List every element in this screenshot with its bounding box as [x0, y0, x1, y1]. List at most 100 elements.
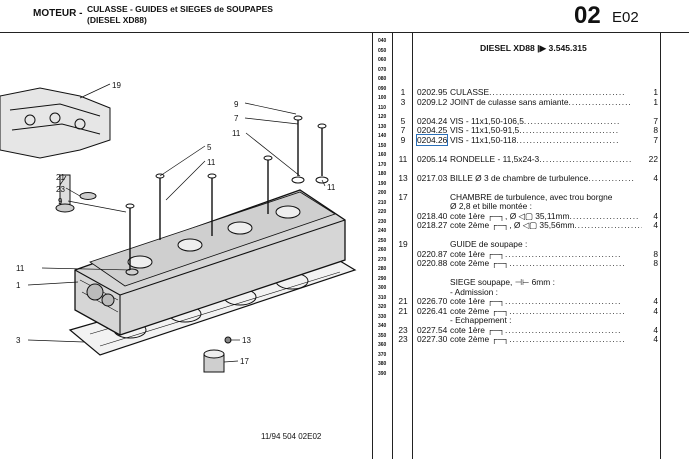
part-ref: 0204.26	[415, 133, 449, 146]
page-subtitle: (DIESEL XD88)	[87, 15, 147, 25]
part-ref: 0226.41	[417, 305, 448, 316]
part-description: cote 1ère ┌─┐...........................…	[450, 324, 622, 335]
line-number: 270	[378, 256, 387, 263]
part-description: cote 2ème ┌─┐, Ø ◁▢ 35,56mm.............…	[450, 220, 642, 230]
part-ref: 0218.27	[417, 220, 448, 230]
part-qty: 1	[653, 87, 658, 97]
part-qty: 4	[653, 305, 658, 316]
callout-21: 21	[56, 173, 65, 182]
qty-column-divider	[660, 33, 661, 459]
part-description: VIS - 11x1,50-91,5......................…	[450, 125, 620, 135]
part-qty: 4	[653, 172, 658, 183]
line-number: 070	[378, 66, 387, 73]
line-number: 210	[378, 199, 387, 206]
part-description: - Admission :	[450, 286, 498, 297]
callout-9b: 9	[234, 100, 239, 109]
line-number: 100	[378, 95, 387, 101]
line-number: 240	[378, 228, 387, 234]
part-qty: 4	[653, 324, 658, 335]
part-rep: 21	[398, 305, 408, 316]
part-ref: 0209.L2	[417, 96, 448, 107]
line-number: 310	[378, 294, 387, 301]
header-rule	[0, 32, 689, 33]
part-rep: 19	[398, 239, 408, 249]
line-number: 390	[378, 370, 387, 377]
page-code: E02	[612, 9, 639, 26]
part-ref: 0202.95	[417, 87, 448, 97]
line-number: 080	[378, 76, 387, 82]
part-description: GUIDE de soupape :	[450, 239, 528, 249]
page-title: CULASSE - GUIDES et SIEGES de SOUPAPES	[87, 4, 273, 14]
part-qty: 8	[653, 125, 658, 135]
callout-3: 3	[16, 336, 21, 345]
line-number: 350	[378, 332, 387, 339]
line-number: 330	[378, 313, 387, 320]
part-description: RONDELLE - 11,5x24-3....................…	[450, 153, 633, 164]
part-rep: 23	[398, 334, 408, 344]
line-number: 220	[378, 209, 387, 215]
callout-19: 19	[112, 81, 121, 90]
part-rep: 1	[400, 87, 406, 97]
callout-17: 17	[240, 357, 249, 366]
part-qty: 4	[653, 296, 658, 306]
part-description: Ø 2,8 et bille montée :	[450, 201, 532, 211]
part-qty: 7	[653, 134, 658, 145]
part-description: cote 2ème ┌─┐...........................…	[450, 258, 626, 268]
line-number: 250	[378, 237, 387, 244]
part-description: VIS - 11x1,50-106,5.....................…	[450, 115, 621, 126]
part-rep: 17	[398, 191, 408, 202]
line-number: 300	[378, 285, 387, 291]
part-ref: 0220.87	[417, 248, 448, 259]
callout-23: 23	[56, 185, 65, 194]
part-ref: 0220.88	[417, 258, 448, 268]
part-ref: 0226.70	[417, 296, 448, 306]
part-rep: 11	[398, 153, 408, 164]
line-number-divider	[392, 33, 393, 459]
part-description: JOINT de culasse sans amiante...........…	[450, 96, 632, 107]
line-number: 290	[378, 275, 387, 282]
line-number: 040	[378, 38, 387, 44]
part-description: cote 2ème ┌─┐...........................…	[450, 334, 626, 344]
page-number: 02	[574, 2, 601, 29]
part-ref: 0204.24	[417, 115, 448, 126]
callout-11b: 11	[207, 158, 216, 167]
part-description: - Echappement :	[450, 315, 512, 325]
part-rep: 21	[398, 296, 408, 306]
part-rep: 9	[400, 134, 406, 145]
line-number: 380	[378, 361, 387, 367]
line-number: 190	[378, 180, 387, 187]
line-number: 140	[378, 133, 387, 139]
part-rep: 5	[400, 115, 406, 126]
part-description: CULASSE.................................…	[450, 87, 626, 97]
part-description: cote 1ère ┌─┐...........................…	[450, 248, 622, 259]
line-number: 130	[378, 123, 387, 130]
line-number: 200	[378, 190, 387, 196]
line-number: 280	[378, 266, 387, 272]
line-number: 060	[378, 57, 387, 63]
callout-1: 1	[16, 281, 21, 290]
line-number: 050	[378, 47, 387, 54]
line-number: 160	[378, 152, 387, 158]
callout-7: 7	[234, 114, 239, 123]
line-number: 170	[378, 161, 387, 168]
part-description: CHAMBRE de turbulence, avec trou borgne	[450, 191, 613, 202]
part-ref: 0227.54	[417, 324, 448, 335]
part-description: BILLE Ø 3 de chambre de turbulence......…	[450, 172, 635, 183]
line-number: 360	[378, 342, 387, 348]
part-qty: 22	[648, 153, 658, 164]
line-number: 230	[378, 218, 387, 225]
part-ref: 0217.03	[417, 172, 448, 183]
part-qty: 7	[653, 115, 658, 126]
section-label: MOTEUR -	[33, 8, 83, 19]
part-qty: 1	[653, 96, 658, 107]
rep-column-divider	[412, 33, 413, 459]
line-number: 090	[378, 85, 387, 92]
callout-11: 11	[232, 129, 241, 138]
engine-heading: DIESEL XD88 |▶ 3.545.315	[480, 43, 587, 53]
part-description: cote 1ère ┌─┐, Ø ◁▢ 35,11mm.............…	[450, 210, 640, 221]
line-number: 110	[378, 104, 387, 111]
part-ref: 0205.14	[417, 153, 448, 164]
part-rep: 3	[400, 96, 406, 107]
part-description: SIEGE soupape, ⊣⊢ 6mm :	[450, 277, 555, 287]
line-number: 120	[378, 114, 387, 120]
